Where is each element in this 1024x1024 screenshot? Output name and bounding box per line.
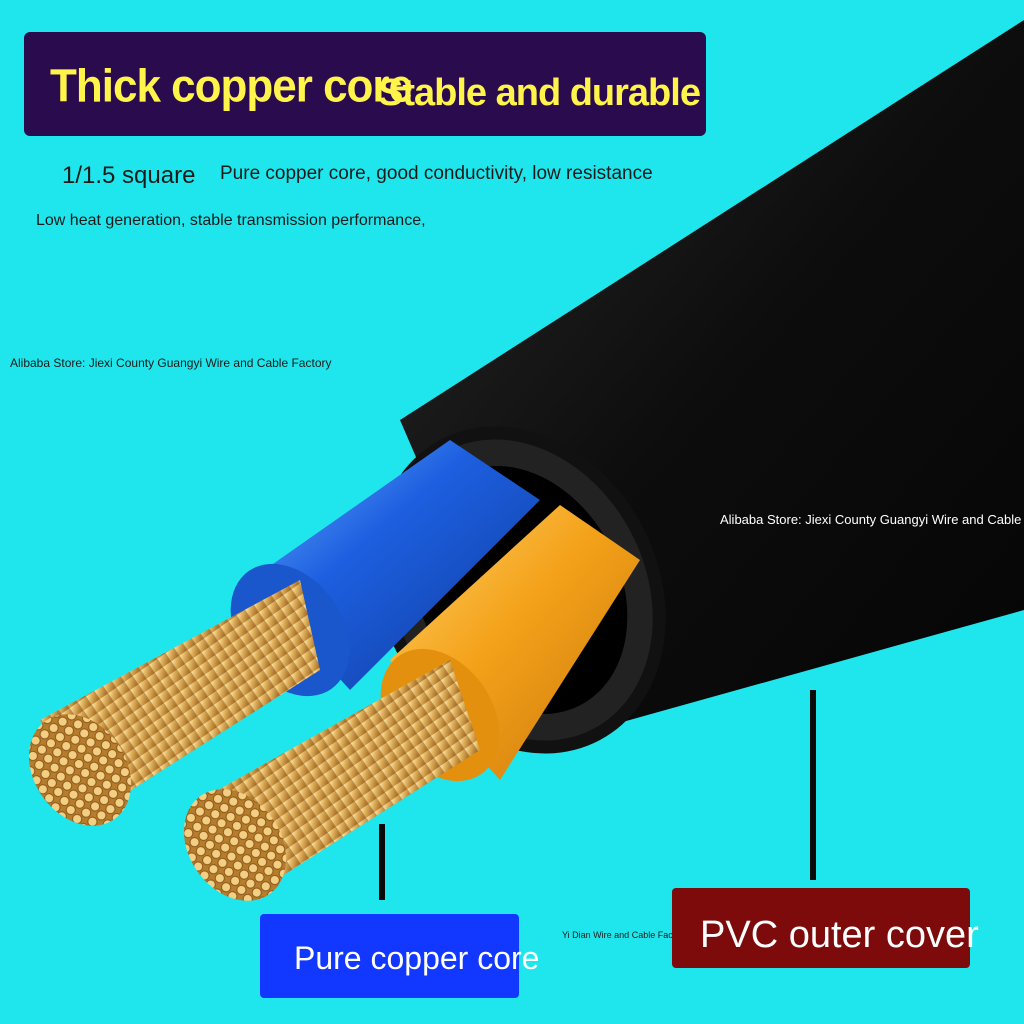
feature-text: Low heat generation, stable transmission… bbox=[36, 212, 426, 229]
pvc-callout bbox=[672, 888, 970, 968]
copper-callout bbox=[260, 914, 519, 998]
pvc-pointer-line bbox=[810, 690, 816, 880]
copper-callout-label: Pure copper core bbox=[294, 940, 540, 976]
feature-text: Pure copper core, good conductivity, low… bbox=[220, 163, 653, 184]
copper-strand-ends bbox=[28, 714, 132, 826]
blue-conductor bbox=[28, 440, 540, 826]
copper-strand-ends bbox=[183, 789, 287, 901]
copper-pointer-line bbox=[379, 824, 385, 900]
title-banner bbox=[24, 32, 706, 136]
banner-title: Thick copper core bbox=[50, 60, 413, 113]
store-watermark: Alibaba Store: Jiexi County Guangyi Wire… bbox=[10, 356, 332, 370]
small-watermark: Yi Dian Wire and Cable Factory bbox=[562, 930, 688, 940]
spec-label: 1/1.5 square bbox=[62, 162, 196, 189]
orange-conductor bbox=[183, 505, 640, 901]
pvc-callout-label: PVC outer cover bbox=[700, 914, 979, 956]
store-watermark: Alibaba Store: Jiexi County Guangyi Wire… bbox=[720, 512, 1022, 527]
banner-subtitle: Stable and durable bbox=[378, 72, 701, 114]
